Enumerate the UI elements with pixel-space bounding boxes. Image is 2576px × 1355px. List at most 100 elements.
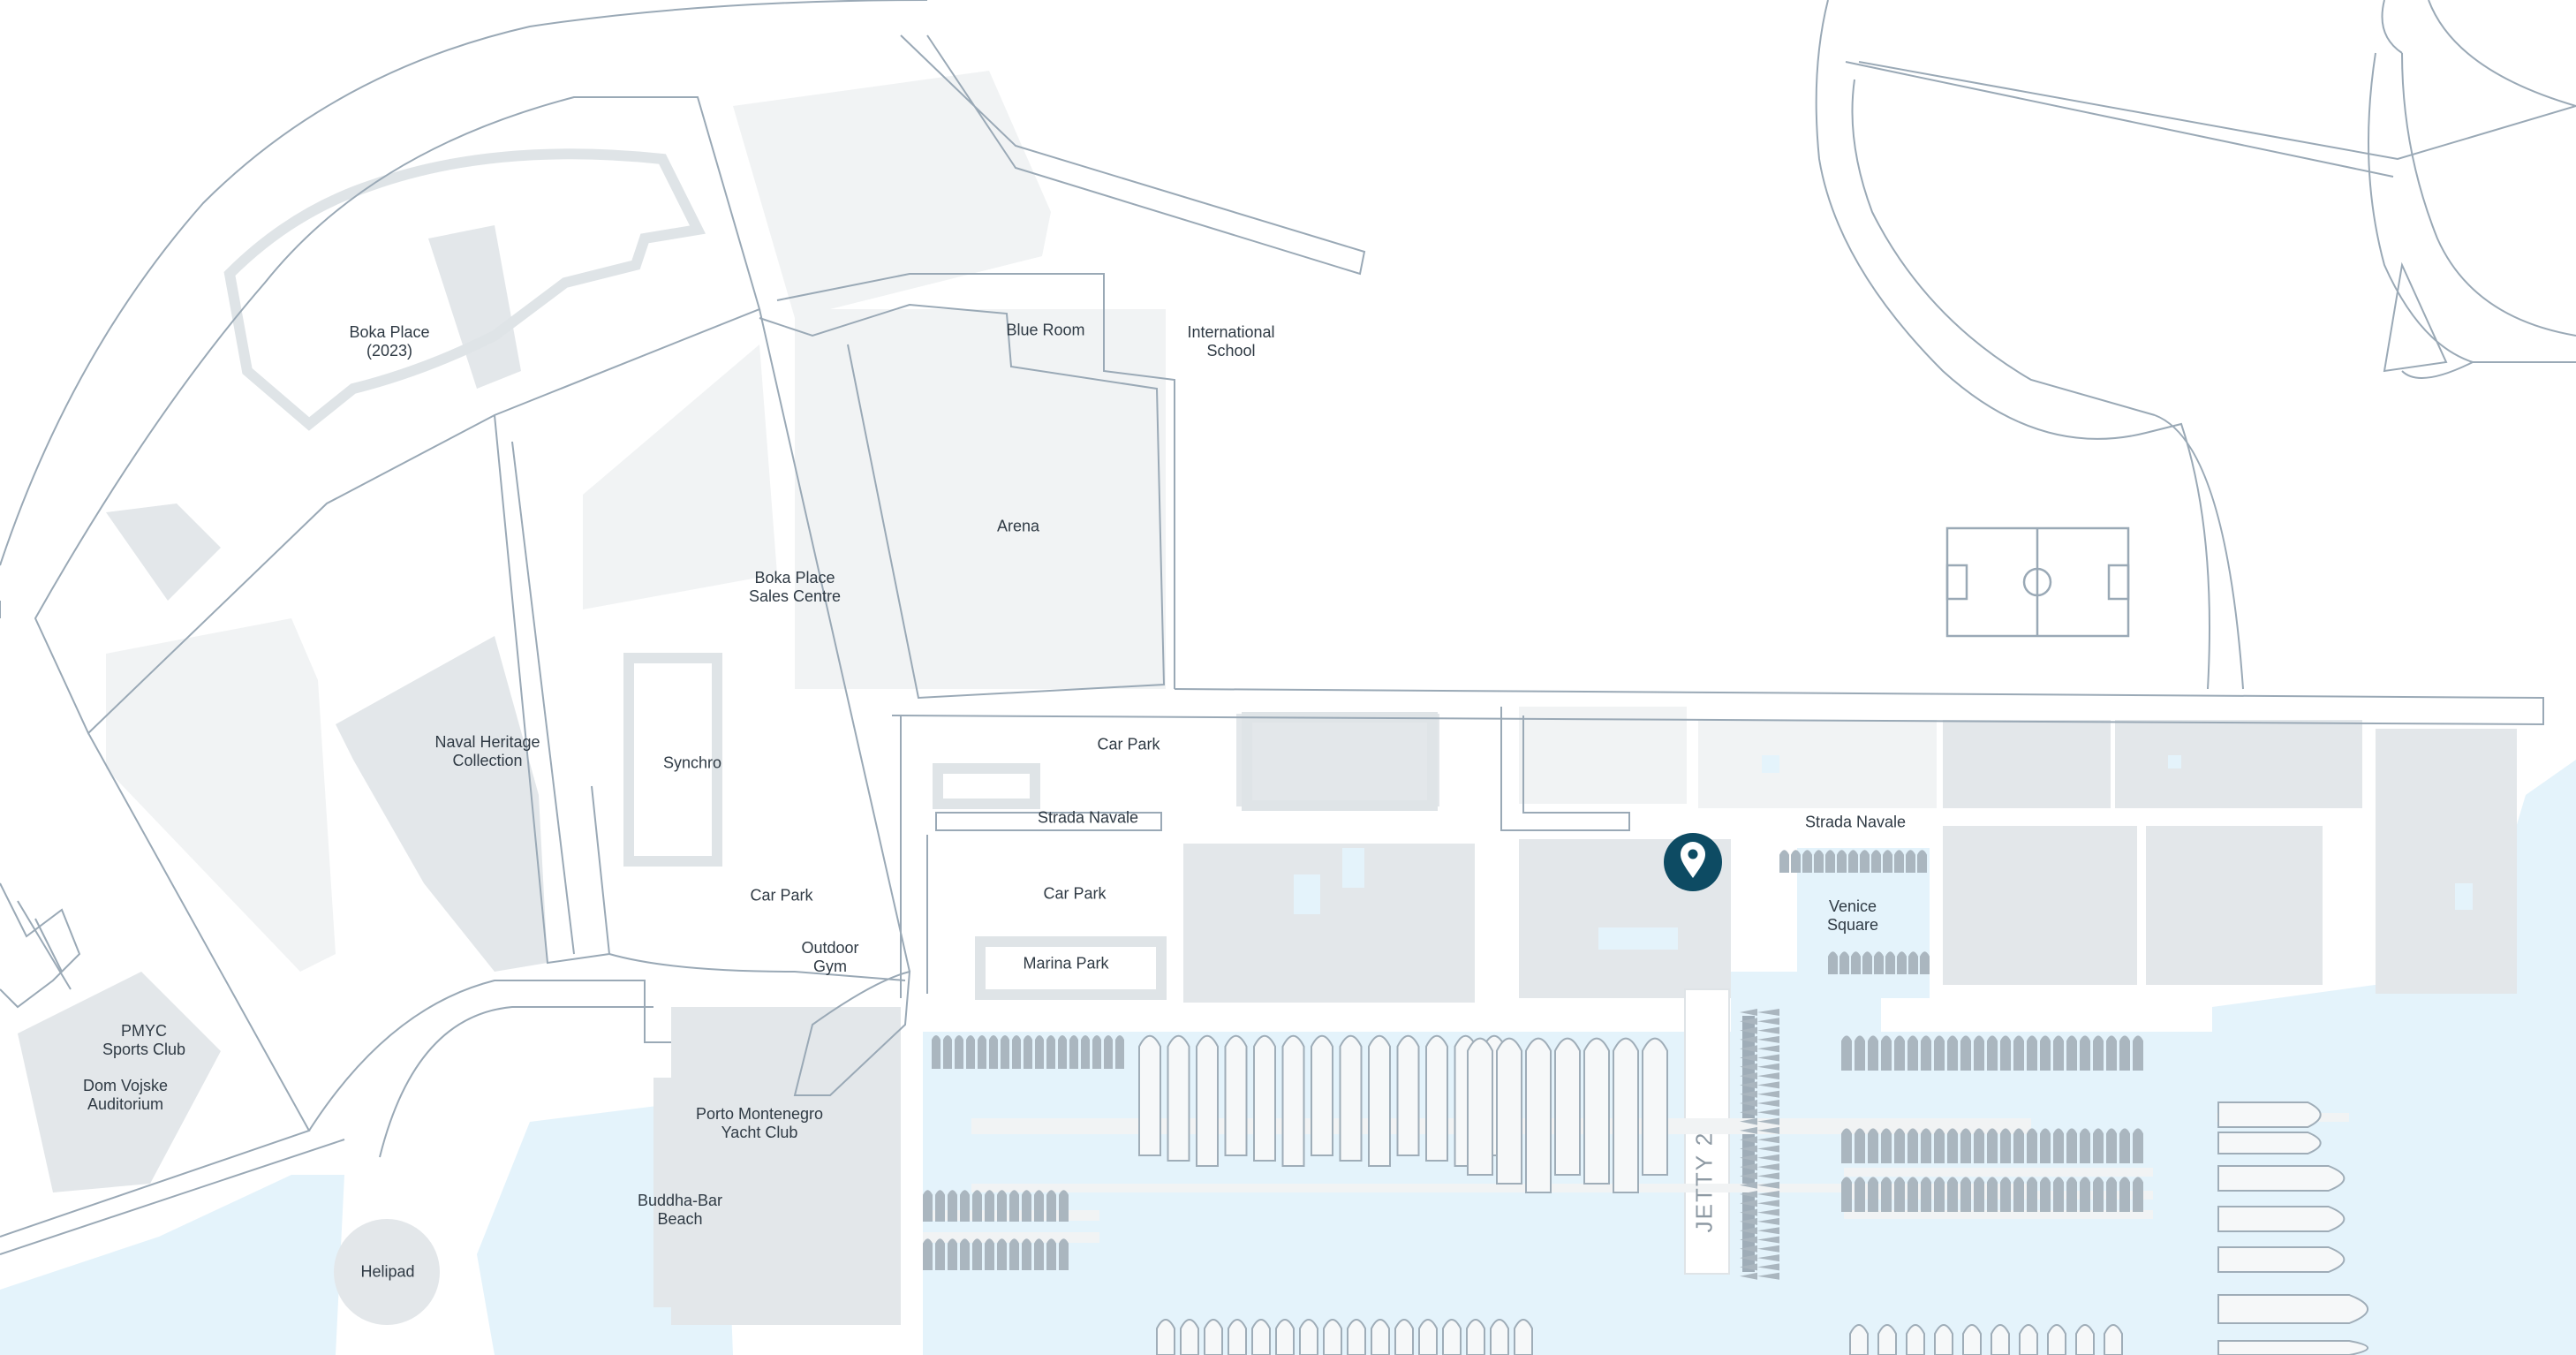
boat-icon <box>1009 1238 1019 1270</box>
boat-icon <box>1740 1035 1779 1043</box>
boat-icon <box>1115 1035 1124 1069</box>
boat-icon <box>2075 1324 2095 1355</box>
boat-icon <box>1034 1190 1044 1222</box>
label-car-park-3[interactable]: Car Park <box>750 886 813 905</box>
boat-icon <box>1299 1319 1318 1355</box>
boat-icon <box>2093 1177 2104 1212</box>
boat-icon <box>1837 850 1847 873</box>
boat-icon <box>2066 1035 2077 1071</box>
boat-icon <box>1024 1035 1032 1069</box>
boat-icon <box>2119 1177 2130 1212</box>
boat-icon <box>1848 850 1858 873</box>
label-boka-place-2023[interactable]: Boka Place(2023) <box>349 323 430 360</box>
small-buildings <box>0 882 81 1009</box>
boat-icon <box>1960 1177 1971 1212</box>
location-pin-icon[interactable] <box>1664 833 1722 891</box>
label-synchro[interactable]: Synchro <box>662 753 722 772</box>
boat-icon <box>1841 1035 1852 1071</box>
boat-icon <box>1311 1034 1333 1156</box>
boat-icon <box>1138 1034 1161 1156</box>
boat-icon <box>2093 1035 2104 1071</box>
boat-icon <box>1825 850 1835 873</box>
boat-icon <box>1881 1128 1892 1163</box>
boat-icon <box>1554 1037 1581 1176</box>
boat-icon <box>1253 1034 1276 1162</box>
boat-icon <box>1860 850 1870 873</box>
label-arena[interactable]: Arena <box>996 517 1040 535</box>
boat-icon <box>1894 1128 1905 1163</box>
label-helipad[interactable]: Helipad <box>360 1262 415 1281</box>
boat-icon <box>1841 1128 1852 1163</box>
boat-icon <box>1525 1037 1552 1193</box>
boat-icon <box>2000 1128 2011 1163</box>
boat-icon <box>1960 1035 1971 1071</box>
boat-icon <box>1466 1319 1485 1355</box>
boat-icon <box>1868 1035 1878 1071</box>
boat-icon <box>1740 1145 1779 1153</box>
boat-icon <box>1059 1190 1069 1222</box>
boat-icon <box>932 1035 941 1069</box>
label-car-park-2[interactable]: Car Park <box>1043 884 1107 903</box>
boat-icon <box>1069 1035 1078 1069</box>
boat-icon <box>1740 1009 1779 1016</box>
label-strada-navale-2[interactable]: Strada Navale <box>1804 813 1907 831</box>
boat-icon <box>1740 1126 1779 1134</box>
boat-icon <box>2106 1035 2117 1071</box>
boat-icon <box>2027 1177 2037 1212</box>
boat-icon <box>1894 850 1904 873</box>
boat-icon <box>1396 1034 1420 1156</box>
boat-icon <box>1371 1319 1390 1355</box>
boat-icon <box>1947 1177 1958 1212</box>
boat-icon <box>1871 850 1881 873</box>
boat-icon <box>1394 1319 1414 1355</box>
boat-icon <box>1947 1035 1958 1071</box>
yacht-icon <box>2217 1101 2322 1128</box>
boat-icon <box>2133 1128 2143 1163</box>
boat-icon <box>1496 1037 1522 1185</box>
boat-icon <box>1224 1034 1248 1156</box>
boat-icon <box>1740 1236 1779 1244</box>
boat-icon <box>1740 1081 1779 1089</box>
boat-icon <box>2106 1128 2117 1163</box>
boat-icon <box>972 1190 982 1222</box>
label-blue-room[interactable]: Blue Room <box>1006 321 1085 339</box>
boat-icon <box>1012 1035 1021 1069</box>
boat-icon <box>1974 1177 1984 1212</box>
boat-icon <box>1740 1045 1779 1053</box>
label-marina-park[interactable]: Marina Park <box>1023 954 1109 973</box>
label-strada-navale-1[interactable]: Strada Navale <box>1037 808 1139 827</box>
yacht-icon <box>2217 1246 2346 1273</box>
boat-icon <box>2080 1128 2090 1163</box>
boat-icon <box>1442 1319 1462 1355</box>
boat-icon <box>2000 1035 2011 1071</box>
boat-icon <box>935 1190 945 1222</box>
boat-icon <box>2027 1128 2037 1163</box>
boat-icon <box>1081 1035 1090 1069</box>
boat-icon <box>1907 1035 1918 1071</box>
football-pitch <box>1945 526 2130 638</box>
label-car-park-1[interactable]: Car Park <box>1097 735 1160 753</box>
boat-icon <box>1917 850 1927 873</box>
yacht-icon <box>2217 1294 2368 1324</box>
boat-icon <box>1921 1128 1931 1163</box>
boat-icon <box>1894 1035 1905 1071</box>
boat-icon <box>1828 951 1838 974</box>
label-jetty-2[interactable]: JETTY 2 <box>1690 1131 1718 1233</box>
boat-icon <box>1740 1018 1779 1026</box>
boat-icon <box>2119 1035 2130 1071</box>
boat-icon <box>1907 1128 1918 1163</box>
boat-icon <box>2027 1035 2037 1071</box>
yacht-icon <box>2217 1132 2322 1154</box>
boat-icon <box>1906 850 1915 873</box>
boat-icon <box>1740 1117 1779 1125</box>
